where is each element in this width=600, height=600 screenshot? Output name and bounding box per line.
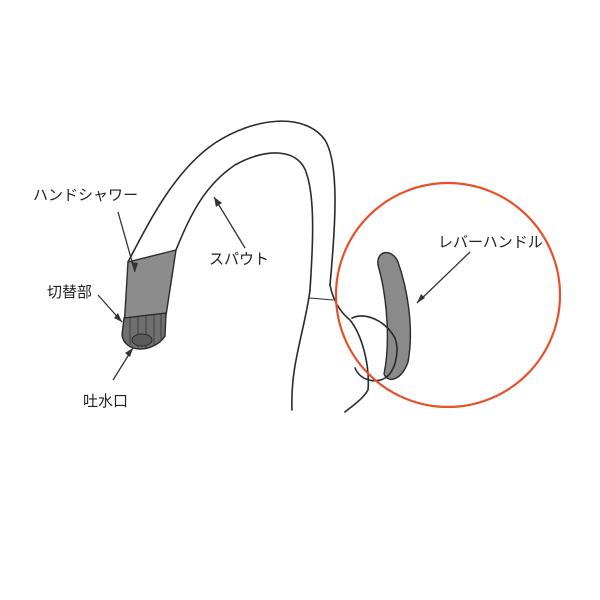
- spout-body: [127, 120, 370, 413]
- lever-base: [351, 315, 398, 382]
- spout-outlet-tip: [131, 333, 153, 347]
- arrowhead: [214, 197, 222, 207]
- faucet-joint-line: [309, 297, 334, 301]
- leader-spout: [213, 196, 246, 249]
- arrowhead: [131, 262, 138, 272]
- faucet-body-left-edge: [291, 289, 311, 411]
- arrowhead: [417, 294, 425, 303]
- spout-inner-edge: [175, 152, 314, 291]
- label-spout-outlet: 吐水口: [83, 392, 128, 410]
- label-hand-shower: ハンドシャワー: [33, 186, 138, 204]
- spout-outer-edge: [127, 120, 336, 286]
- leader-outlet: [112, 347, 134, 381]
- label-switch-part: 切替部: [47, 283, 92, 301]
- lever-handle-group: [351, 251, 412, 382]
- faucet-body-right-edge: [329, 284, 370, 413]
- leader-lever-handle: [416, 251, 471, 304]
- lever-highlight-circle: [334, 181, 562, 409]
- arrowhead: [125, 348, 133, 357]
- lever-handle: [377, 251, 412, 381]
- label-lever-handle: レバーハンドル: [438, 233, 543, 251]
- leader-hand-shower: [117, 211, 138, 273]
- arrowhead: [114, 313, 122, 322]
- hand-shower-group: [121, 249, 177, 350]
- leader-switch-part: [97, 294, 123, 323]
- label-spout: スパウト: [209, 250, 269, 268]
